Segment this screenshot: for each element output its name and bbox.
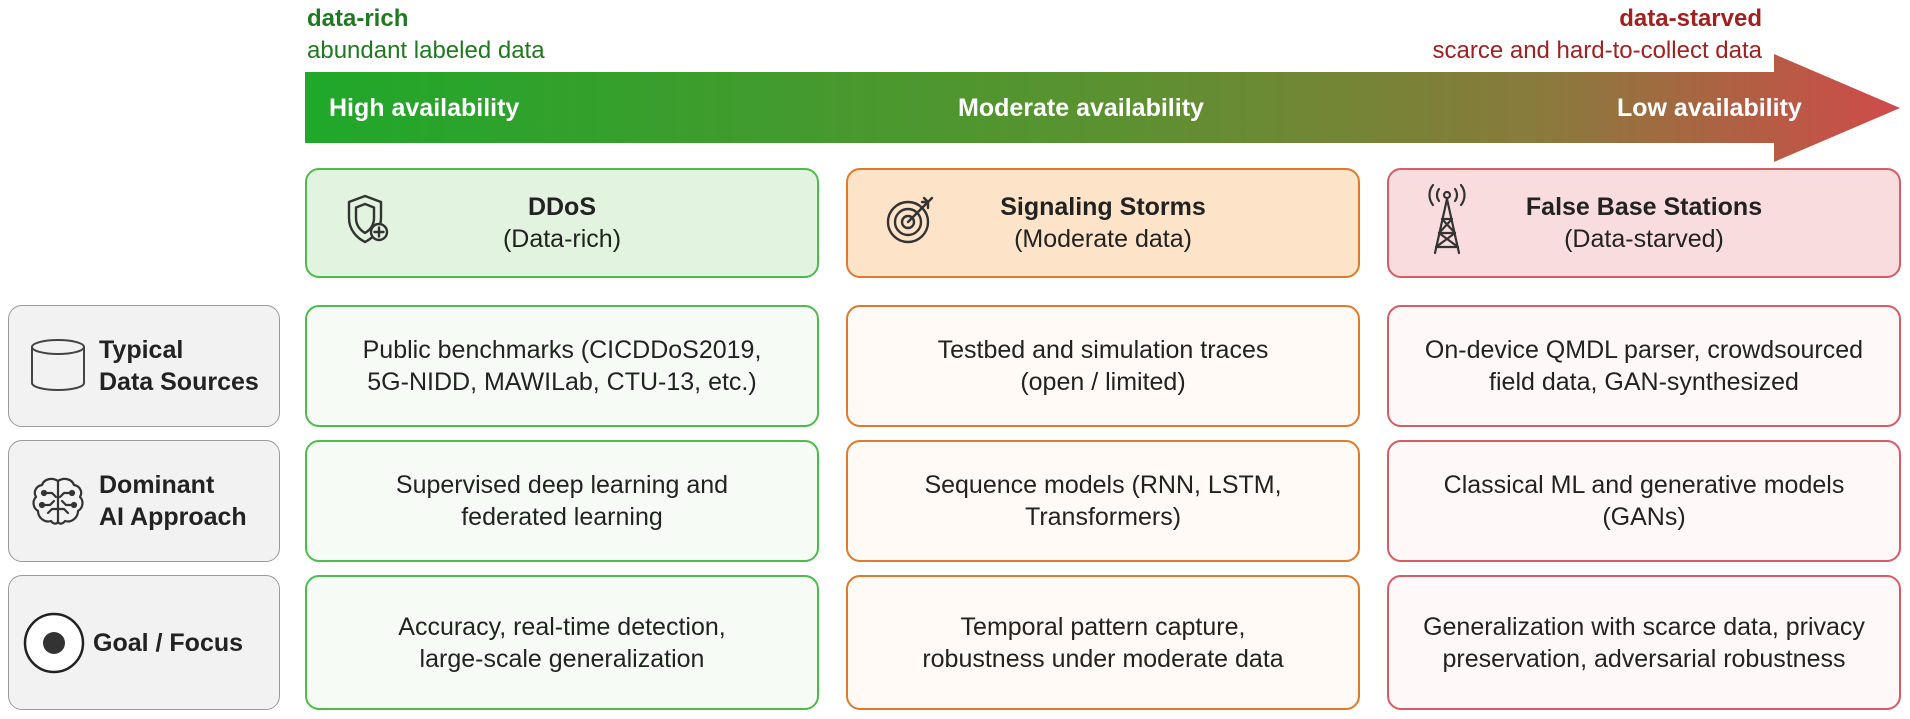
data-rich-subtitle: abundant labeled data: [307, 37, 545, 64]
column-title: False Base Stations: [1525, 193, 1763, 221]
column-subtitle: (Moderate data): [1014, 225, 1192, 253]
cell-ai-approach-ddos: Supervised deep learning and federated le…: [305, 440, 819, 562]
row-label-line2: Data Sources: [99, 368, 259, 396]
brain-circuit-icon: [23, 475, 93, 527]
row-label-goal-focus: Goal / Focus: [8, 575, 280, 710]
row-label-line1: Typical: [99, 336, 184, 364]
cell-line2: (GANs): [1602, 503, 1686, 531]
cell-line1: On-device QMDL parser, crowdsourced: [1424, 336, 1864, 364]
low-availability-label: Low availability: [1617, 94, 1802, 122]
cell-line2: federated learning: [461, 503, 663, 531]
target-icon: [884, 192, 938, 254]
cell-data-sources-signaling: Testbed and simulation traces (open / lim…: [846, 305, 1360, 427]
column-title: Signaling Storms: [1000, 193, 1206, 221]
cell-ai-approach-fbs: Classical ML and generative models (GANs): [1387, 440, 1901, 562]
cell-line2: field data, GAN-synthesized: [1489, 368, 1799, 396]
data-starved-title: data-starved: [1619, 5, 1762, 32]
database-icon: [23, 337, 93, 395]
column-title: DDoS: [527, 193, 597, 221]
cell-goal-ddos: Accuracy, real-time detection, large-scal…: [305, 575, 819, 710]
cell-line1: Sequence models (RNN, LSTM,: [924, 471, 1282, 499]
cell-data-sources-fbs: On-device QMDL parser, crowdsourced field…: [1387, 305, 1901, 427]
row-label-line1: Goal / Focus: [93, 628, 244, 657]
availability-arrow: [305, 54, 1900, 162]
cell-tower-icon: [1419, 181, 1475, 265]
moderate-availability-label: Moderate availability: [958, 94, 1204, 122]
cell-line2: 5G-NIDD, MAWILab, CTU-13, etc.): [367, 368, 757, 396]
cell-line2: preservation, adversarial robustness: [1442, 644, 1846, 673]
shield-plus-icon: [343, 192, 391, 254]
column-subtitle: (Data-rich): [502, 225, 622, 253]
column-header-ddos: DDoS (Data-rich): [305, 168, 819, 278]
target-dot-icon: [19, 610, 89, 676]
column-subtitle: (Data-starved): [1564, 225, 1724, 253]
column-header-signaling-storms: Signaling Storms (Moderate data): [846, 168, 1360, 278]
cell-line2: Transformers): [1024, 503, 1182, 531]
row-label-line2: AI Approach: [99, 503, 247, 531]
cell-data-sources-ddos: Public benchmarks (CICDDoS2019, 5G-NIDD, …: [305, 305, 819, 427]
row-label-data-sources: Typical Data Sources: [8, 305, 280, 427]
cell-line1: Generalization with scarce data, privacy: [1423, 612, 1865, 641]
cell-goal-fbs: Generalization with scarce data, privacy…: [1387, 575, 1901, 710]
cell-ai-approach-signaling: Sequence models (RNN, LSTM, Transformers): [846, 440, 1360, 562]
cell-line1: Testbed and simulation traces: [937, 336, 1269, 364]
cell-line2: robustness under moderate data: [922, 644, 1284, 673]
cell-line1: Accuracy, real-time detection,: [398, 612, 726, 641]
data-starved-subtitle: scarce and hard-to-collect data: [1432, 37, 1762, 64]
high-availability-label: High availability: [329, 94, 520, 122]
cell-line1: Classical ML and generative models: [1443, 471, 1845, 499]
cell-line2: (open / limited): [1020, 368, 1186, 396]
cell-line1: Supervised deep learning and: [395, 471, 729, 499]
cell-line2: large-scale generalization: [419, 644, 705, 673]
cell-goal-signaling: Temporal pattern capture, robustness unde…: [846, 575, 1360, 710]
row-label-ai-approach: Dominant AI Approach: [8, 440, 280, 562]
column-header-false-base-stations: False Base Stations (Data-starved): [1387, 168, 1901, 278]
cell-line1: Temporal pattern capture,: [960, 612, 1246, 641]
data-rich-title: data-rich: [307, 5, 409, 32]
cell-line1: Public benchmarks (CICDDoS2019,: [362, 336, 762, 364]
row-label-line1: Dominant: [99, 471, 215, 499]
